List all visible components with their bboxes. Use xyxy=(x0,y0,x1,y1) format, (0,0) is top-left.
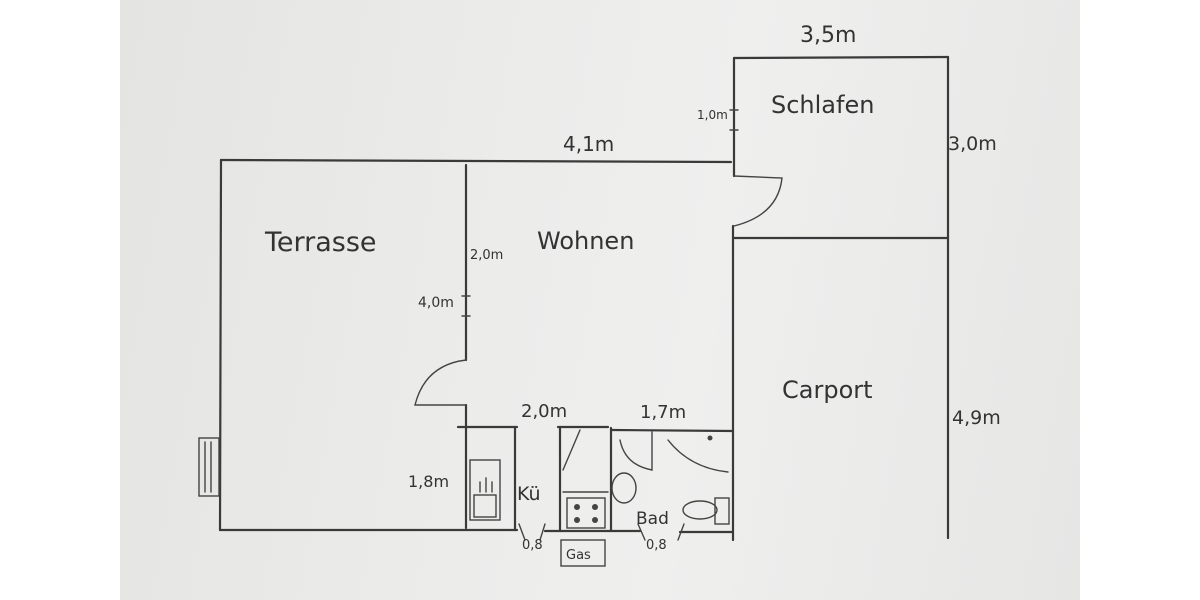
bath-shower-arc xyxy=(667,439,729,473)
stove-icon xyxy=(566,497,606,529)
doors xyxy=(414,175,783,473)
dim-wohnen-width: 4,1m xyxy=(563,132,614,156)
room-label-schlafen: Schlafen xyxy=(771,91,874,119)
bath-fixtures xyxy=(611,435,730,525)
sink-icon xyxy=(473,494,497,518)
bath-north-wall xyxy=(610,428,735,433)
room-label-bad: Bad xyxy=(636,509,669,529)
gas-box xyxy=(560,539,606,567)
dim-schlafen-width: 3,5m xyxy=(800,23,856,48)
schlafen-north-wall xyxy=(732,55,950,60)
stair-diagonal xyxy=(562,429,581,471)
dimension-ticks xyxy=(461,109,739,541)
washbasin-icon xyxy=(682,500,718,520)
dim-wohnen-door: 2,0m xyxy=(470,248,503,263)
walls xyxy=(218,55,950,542)
terrace-window xyxy=(198,437,220,497)
room-label-terrasse: Terrasse xyxy=(264,227,377,258)
dim-schlafen-depth: 3,0m xyxy=(948,133,997,155)
drain-icon xyxy=(707,435,713,441)
terrace-door xyxy=(414,359,467,406)
dim-kueche-depth: 1,8m xyxy=(408,472,449,491)
schlafen-door xyxy=(733,175,783,227)
dim-bad-door: 0,8 xyxy=(646,538,667,553)
dim-schlafen-door: 1,0m xyxy=(697,108,728,122)
dim-bad-width: 1,7m xyxy=(640,402,686,423)
room-label-wohnen: Wohnen xyxy=(537,227,634,255)
dim-carport-depth: 4,9m xyxy=(952,407,1001,429)
kitchen-fixtures xyxy=(469,459,501,521)
tap-icon xyxy=(479,477,493,493)
kitchen-counter xyxy=(469,459,501,521)
paper-sheet xyxy=(120,0,1080,600)
room-label-kueche: Kü xyxy=(517,483,541,505)
cabinet-icon xyxy=(714,497,730,525)
toilet-icon xyxy=(611,472,637,504)
dim-terrasse-door: 4,0m xyxy=(418,295,454,311)
room-label-gas: Gas xyxy=(566,548,591,563)
dim-kueche-door: 0,8 xyxy=(522,538,543,553)
north-wall xyxy=(219,158,733,164)
room-label-carport: Carport xyxy=(782,376,873,404)
bath-door xyxy=(619,431,653,471)
dim-kueche-width: 2,0m xyxy=(521,401,567,422)
west-wall xyxy=(218,158,223,532)
